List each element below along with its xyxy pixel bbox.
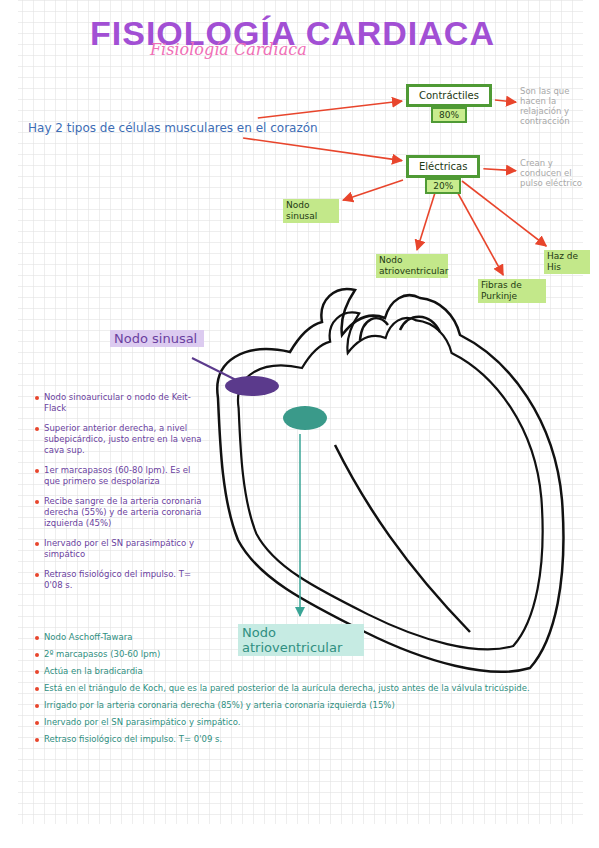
node-text: Contráctiles xyxy=(419,90,479,101)
bullet-note: Retraso fisiológico del impulso. T= 0'08… xyxy=(44,569,209,591)
bullet-note: Actúa en la bradicardia xyxy=(44,666,564,677)
part-label: Nodo sinusal xyxy=(110,330,204,347)
node-text: Eléctricas xyxy=(419,161,467,172)
node-text: Nodo sinusal xyxy=(286,200,336,222)
part-label: Nodo atrioventricular xyxy=(238,624,364,656)
leader-line xyxy=(192,358,236,380)
percentage: 80% xyxy=(431,107,467,123)
bullet-note: Retraso fisiológico del impulso. T= 0'09… xyxy=(44,734,564,745)
bullet-note: Está en el triángulo de Koch, que es la … xyxy=(44,683,564,694)
arrow-connector xyxy=(258,101,402,118)
bullet-note: Inervado por el SN parasimpático y simpá… xyxy=(44,538,209,560)
node-text: Son las que hacen la relajación y contra… xyxy=(520,86,590,126)
arrow-connector xyxy=(462,181,546,246)
intro-text: Hay 2 tipos de células musculares en el … xyxy=(28,121,318,135)
node-text: Haz de His xyxy=(547,251,587,273)
septum xyxy=(335,445,470,632)
bullet-note: 1er marcapasos (60-80 lpm). Es el que pr… xyxy=(44,465,209,487)
highlight-label: Fibras de Purkinje xyxy=(478,279,546,303)
node-text: Hay 2 tipos de células musculares en el … xyxy=(28,121,318,135)
bullet-note: 2º marcapasos (30-60 lpm) xyxy=(44,649,564,660)
leader-arrow xyxy=(299,434,301,616)
node-text: Crean y conducen el pulso eléctrico xyxy=(520,158,592,188)
grid xyxy=(18,0,583,824)
heart-inner-outline xyxy=(238,313,543,650)
grey-note: Crean y conducen el pulso eléctrico xyxy=(520,158,592,188)
bullet-note: Nodo sinoauricular o nodo de Keit-Flack xyxy=(44,392,209,414)
bullet-note: Recibe sangre de la arteria coronaria de… xyxy=(44,496,209,529)
arrow-connector xyxy=(243,138,402,161)
category-box: Contráctiles80% xyxy=(406,84,492,107)
highlight-label: Nodo sinusal xyxy=(283,199,339,223)
node-text: Nodo atrioventricular xyxy=(379,255,445,277)
highlight-label: Nodo atrioventricular xyxy=(376,254,448,278)
title-shadow: Fisiología Cardiaca xyxy=(150,40,307,59)
highlight-label: Haz de His xyxy=(544,250,590,274)
bullet-note: Superior anterior derecha, a nivel subep… xyxy=(44,423,209,456)
grey-note: Son las que hacen la relajación y contra… xyxy=(520,86,590,126)
node-text: Fibras de Purkinje xyxy=(481,280,543,302)
arrow-connector xyxy=(495,100,516,102)
percentage: 20% xyxy=(425,178,461,194)
bullet-note: Nodo Aschoff-Tawara xyxy=(44,632,564,643)
bullet-note: Inervado por el SN parasimpático y simpá… xyxy=(44,717,564,728)
av-node xyxy=(283,406,327,430)
arrow-connector xyxy=(343,180,403,200)
heart-outline xyxy=(217,289,563,672)
category-box: Eléctricas20% xyxy=(406,155,480,178)
pulmonary-trunk xyxy=(400,317,440,332)
bullet-note: Irrigado por la arteria coronaria derech… xyxy=(44,700,564,711)
arrow-connector xyxy=(483,169,516,171)
arrow-connector xyxy=(451,181,503,275)
aortic-arch xyxy=(360,318,388,340)
